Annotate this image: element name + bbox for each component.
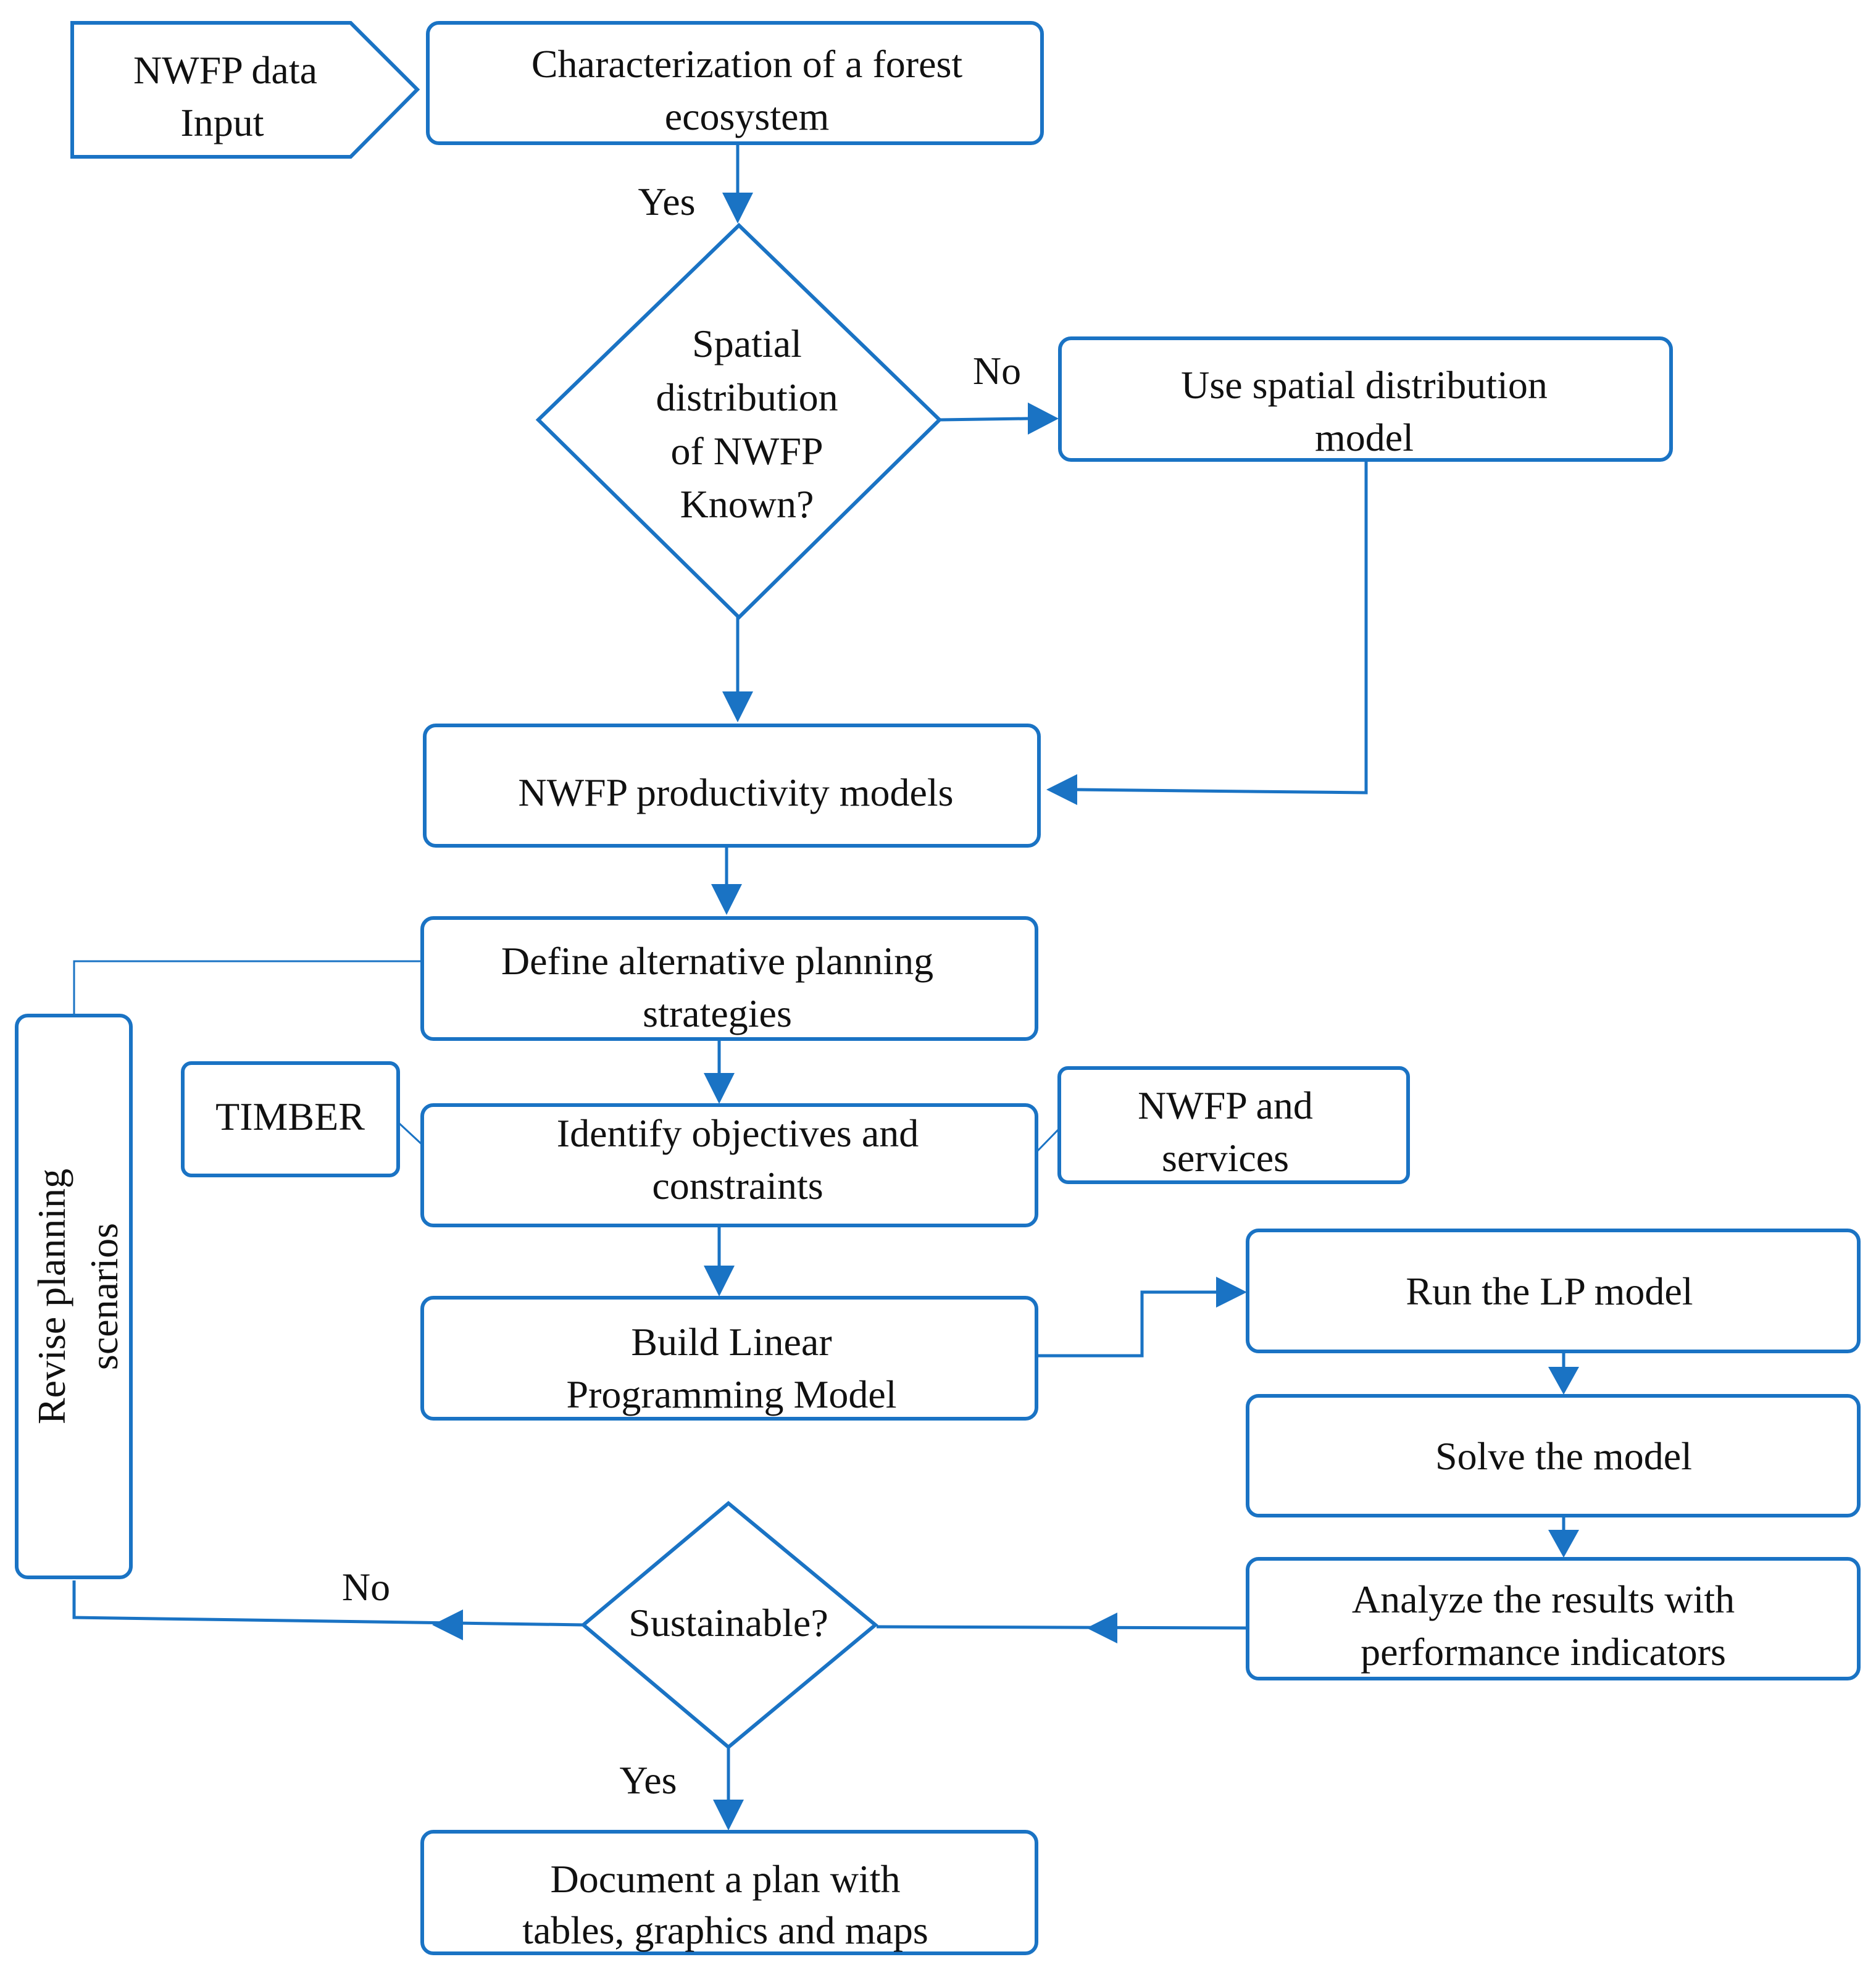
arrowhead-1 <box>722 193 753 223</box>
edge-label-yes-top: Yes <box>638 180 695 223</box>
solve-model-box <box>1246 1394 1861 1517</box>
edge-build-to-run <box>1037 1290 1216 1358</box>
nwfp-input-shape <box>70 21 420 159</box>
document-plan-line1: Document a plan with <box>551 1857 901 1901</box>
edge-label-no-sustainable: No <box>342 1565 390 1609</box>
run-lp-line1: Run the LP model <box>1406 1269 1693 1313</box>
characterization-box <box>426 21 1044 145</box>
labels: NWFP data Input Characterization of a fo… <box>30 42 1735 1952</box>
edge-analyze-to-sustainable <box>876 1625 1248 1630</box>
identify-objectives-line1: Identify objectives and <box>557 1111 919 1155</box>
arrowhead-2 <box>1028 403 1059 435</box>
solve-model-line1: Solve the model <box>1435 1434 1692 1478</box>
arrowhead-12 <box>432 1609 463 1640</box>
revise-scenarios-label: Revise planning scenarios <box>30 1169 126 1424</box>
define-strategies-box <box>420 916 1038 1041</box>
connectors <box>72 143 1579 1830</box>
edge-revise-to-define <box>73 960 423 1016</box>
edge-label-no-spatial: No <box>973 349 1021 393</box>
arrowhead-8 <box>1216 1277 1247 1308</box>
arrowhead-6 <box>704 1073 735 1104</box>
edge-services-to-identify <box>1036 1127 1061 1153</box>
characterization-line1: Characterization of a forest <box>532 42 963 86</box>
productivity-models-box <box>423 724 1041 848</box>
nwfp-input-line1: NWFP data <box>133 48 317 92</box>
edge-sustainable-to-revise <box>72 1580 584 1627</box>
arrowhead-7 <box>704 1266 735 1296</box>
build-lp-line2: Programming Model <box>566 1372 896 1416</box>
spatial-decision-line1: Spatial <box>692 322 802 365</box>
edge-timber-to-identify <box>397 1121 425 1148</box>
sustainable-decision-diamond <box>580 1501 878 1750</box>
arrowhead-4 <box>1046 774 1077 805</box>
document-plan-line2: tables, graphics and maps <box>522 1908 928 1952</box>
nwfp-services-box <box>1057 1066 1410 1184</box>
nodes <box>15 21 1861 1955</box>
sustainable-decision-line1: Sustainable? <box>628 1601 828 1645</box>
spatial-decision-line4: Known? <box>680 482 814 526</box>
define-strategies-line2: strategies <box>643 991 792 1035</box>
revise-scenarios-line2: scenarios <box>82 1223 126 1370</box>
analyze-results-line2: performance indicators <box>1361 1630 1726 1674</box>
use-spatial-model-line1: Use spatial distribution <box>1181 363 1548 407</box>
edge-use-model-to-productivity <box>1077 460 1368 795</box>
identify-objectives-line2: constraints <box>652 1164 823 1208</box>
timber-line1: TIMBER <box>215 1095 365 1138</box>
revise-scenarios-box <box>15 1014 133 1579</box>
arrowhead-13 <box>713 1800 744 1830</box>
arrowhead-9 <box>1548 1367 1579 1395</box>
arrowhead-11 <box>1086 1613 1117 1643</box>
build-lp-line1: Build Linear <box>631 1320 832 1364</box>
arrowhead-3 <box>722 691 753 722</box>
use-spatial-model-box <box>1058 336 1673 462</box>
nwfp-input-line2: Input <box>180 101 264 144</box>
analyze-results-line1: Analyze the results with <box>1352 1577 1735 1621</box>
productivity-models-line1: NWFP productivity models <box>518 770 953 814</box>
analyze-results-box <box>1246 1557 1861 1680</box>
use-spatial-model-line2: model <box>1315 415 1414 459</box>
build-lp-box <box>420 1296 1038 1421</box>
revise-scenarios-line1: Revise planning <box>30 1169 73 1424</box>
arrowhead-5 <box>711 884 742 915</box>
define-strategies-line1: Define alternative planning <box>501 939 933 983</box>
document-plan-box <box>420 1830 1038 1955</box>
spatial-decision-line3: of NWFP <box>670 429 823 473</box>
characterization-line2: ecosystem <box>665 94 830 138</box>
edge-spatial-to-use-model <box>938 417 1028 422</box>
identify-objectives-box <box>420 1103 1038 1227</box>
nwfp-services-line2: services <box>1162 1136 1289 1180</box>
spatial-decision-diamond <box>535 222 943 620</box>
spatial-decision-line2: distribution <box>656 375 838 419</box>
arrowhead-10 <box>1548 1530 1579 1558</box>
nwfp-services-line1: NWFP and <box>1138 1083 1313 1127</box>
edge-label-yes-bottom: Yes <box>619 1758 677 1802</box>
timber-box <box>181 1061 400 1177</box>
run-lp-box <box>1246 1229 1861 1353</box>
